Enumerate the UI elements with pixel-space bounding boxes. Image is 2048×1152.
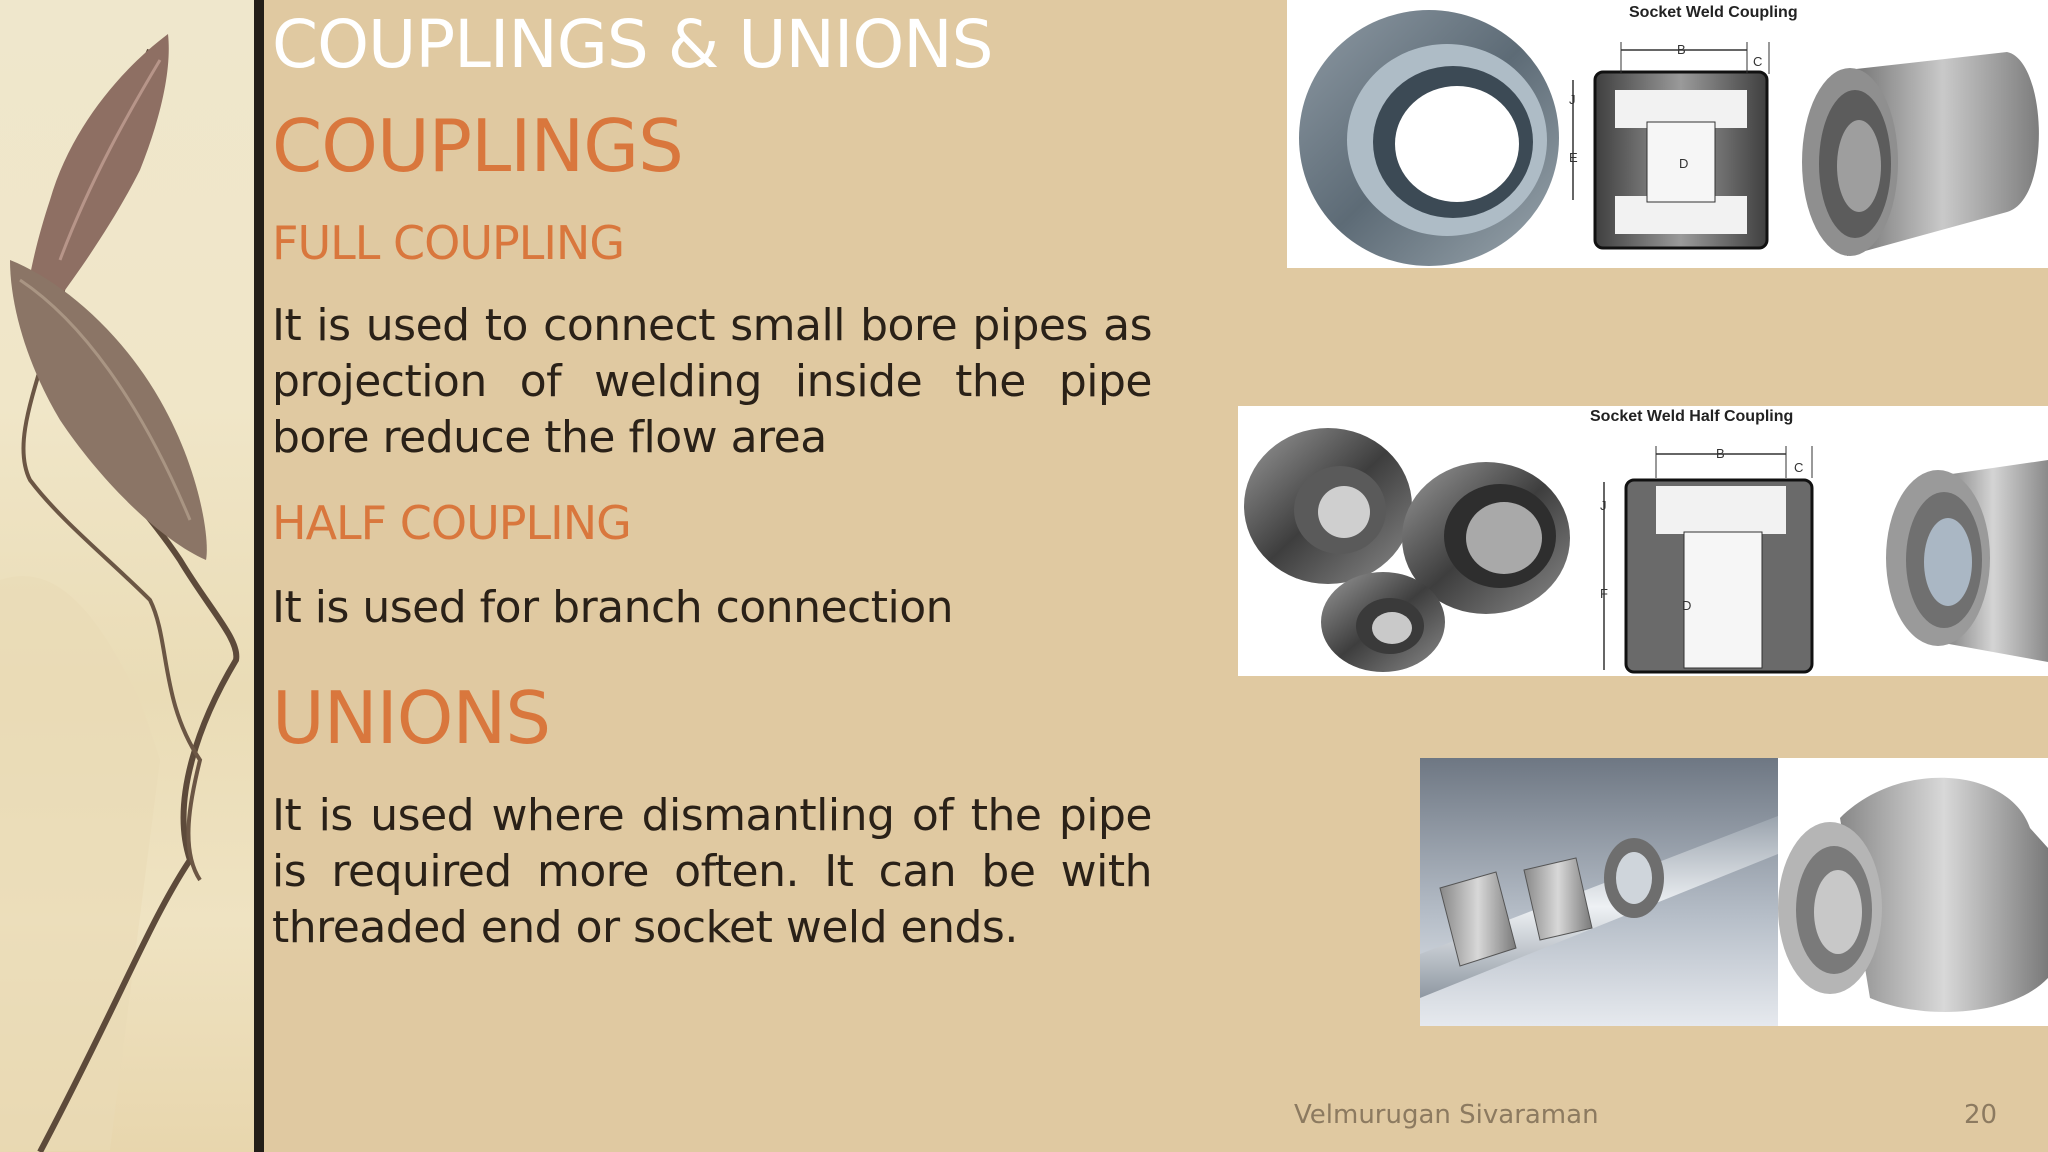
- leaf-branch-illustration: [0, 34, 240, 1152]
- full-coupling-heading: FULL COUPLING: [272, 216, 625, 270]
- couplings-section-heading: COUPLINGS: [272, 104, 684, 188]
- svg-text:B: B: [1677, 42, 1686, 57]
- leaf-decoration-panel: [0, 0, 254, 1152]
- svg-text:C: C: [1794, 460, 1803, 475]
- unions-section-heading: UNIONS: [272, 676, 551, 760]
- full-coupling-caption: Socket Weld Coupling: [1629, 4, 1798, 21]
- union-figure: [1420, 758, 2048, 1026]
- unions-description: It is used where dismantling of the pipe…: [272, 790, 1153, 953]
- socket-weld-coupling-figure: Socket Weld Coupling B C D J E: [1287, 0, 2048, 268]
- union-fitting-photo: [1420, 758, 2048, 1026]
- page-title: COUPLINGS & UNIONS: [272, 6, 994, 83]
- socket-weld-coupling-photo: Socket Weld Coupling B C D J E: [1299, 4, 2039, 266]
- footer-author: Velmurugan Sivaraman: [1294, 1100, 1599, 1130]
- full-coupling-description: It is used to connect small bore pipes a…: [272, 300, 1153, 463]
- half-coupling-caption: Socket Weld Half Coupling: [1590, 408, 1793, 425]
- svg-text:B: B: [1716, 446, 1725, 461]
- socket-weld-half-coupling-photo: Socket Weld Half Coupling B C D J F: [1244, 408, 2048, 674]
- half-coupling-heading: HALF COUPLING: [272, 496, 632, 550]
- vertical-divider: [254, 0, 264, 1152]
- socket-weld-half-coupling-figure: Socket Weld Half Coupling B C D J F: [1238, 406, 2048, 676]
- svg-text:D: D: [1682, 598, 1691, 613]
- svg-text:C: C: [1753, 54, 1762, 69]
- page-number: 20: [1964, 1100, 1998, 1130]
- svg-text:D: D: [1679, 156, 1688, 171]
- half-coupling-description: It is used for branch connection: [272, 582, 954, 633]
